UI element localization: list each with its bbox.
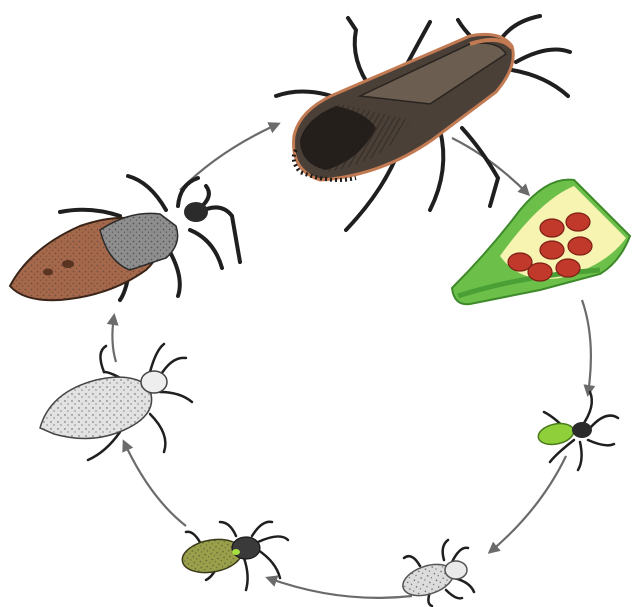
arrow-instar3-to-instar4 [124,442,186,526]
cycle-arrows [112,124,591,598]
adult-bug-icon [276,16,570,230]
egg-cluster-icon [452,180,630,305]
arrow-instar1-to-instar2 [490,456,566,552]
arrow-instar2-to-instar3 [268,578,412,598]
arrow-eggs-to-instar1 [582,300,591,394]
first-instar-nymph-icon [536,392,618,470]
arrow-instar4-to-instar5 [112,316,116,362]
fifth-instar-nymph-icon [10,176,240,300]
